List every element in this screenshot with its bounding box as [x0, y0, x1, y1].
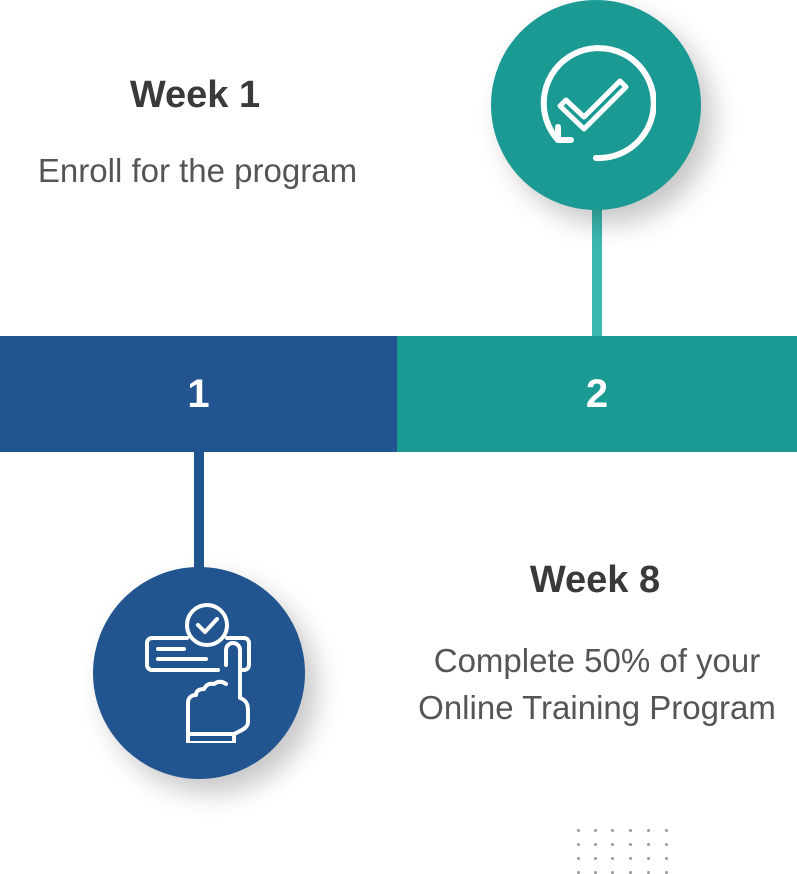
dot [647, 857, 650, 860]
step2-circle [93, 567, 305, 779]
refresh-check-icon [540, 45, 656, 162]
dot [629, 857, 632, 860]
dot [647, 829, 650, 832]
dot [611, 843, 614, 846]
dot [629, 829, 632, 832]
step2-description-line1: Complete 50% of your [433, 642, 761, 679]
step1-title: Week 1 [129, 74, 261, 116]
dot [647, 843, 650, 846]
dot [665, 829, 668, 832]
step2-description-line2: Online Training Program [418, 689, 776, 726]
teal-connector [592, 200, 602, 338]
dot [594, 857, 597, 860]
dot [577, 829, 580, 832]
dot [611, 857, 614, 860]
step1-number: 1 [187, 371, 210, 416]
timeline-segment-1: 1 [0, 336, 397, 452]
dot [594, 829, 597, 832]
dot [665, 857, 668, 860]
step2-title: Week 8 [529, 559, 661, 601]
step2-number: 2 [585, 371, 609, 416]
dot [594, 843, 597, 846]
blue-connector [194, 452, 204, 572]
timeline-segment-2: 2 [397, 336, 797, 452]
step1-circle [491, 0, 701, 210]
dot [665, 843, 668, 846]
dot [611, 829, 614, 832]
dot [577, 857, 580, 860]
dot [629, 843, 632, 846]
step1-description: Enroll for the program [37, 152, 358, 189]
hand-click-check-icon [145, 603, 251, 743]
dot [577, 843, 580, 846]
